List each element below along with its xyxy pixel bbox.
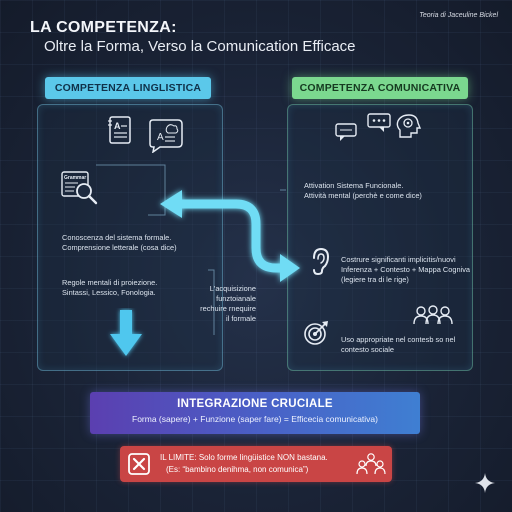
- people-icon: [413, 305, 453, 325]
- page-title: LA COMPETENZA:: [30, 19, 177, 36]
- integration-formula: Forma (sapere) + Funzione (saper fare) =…: [132, 414, 378, 424]
- error-x-icon: [128, 453, 150, 475]
- communicative-text-2: Costrure significanti implicitis/nuovi I…: [341, 255, 470, 285]
- integration-banner: INTEGRAZIONE CRUCIALE Forma (sapere) + F…: [90, 392, 420, 434]
- document-icon-letter: A: [114, 121, 121, 131]
- acquisition-note-line4: il formale: [226, 314, 256, 323]
- target-icon: [304, 321, 328, 345]
- sparkle-icon: [475, 473, 495, 493]
- linguistic-text-2-line1: Regole mentali di proiezione.: [62, 278, 158, 287]
- acquisition-note-line1: L'acquisizione: [209, 284, 256, 293]
- connector-line-middle: [208, 269, 215, 335]
- ear-icon: [313, 247, 330, 276]
- linguistic-text-2-line2: Sintassi, Lessico, Fonologia.: [62, 288, 156, 297]
- integration-title: INTEGRAZIONE CRUCIALE: [177, 398, 333, 410]
- communicative-text-2-line3: (legiere tra di le rige): [341, 275, 409, 284]
- down-arrow-icon: [110, 310, 142, 356]
- limit-text-2: (Es: “bambino denihma, non comunica”): [166, 465, 309, 474]
- communicative-text-1-line1: Attivation Sistema Funcionale.: [304, 181, 404, 190]
- communicative-text-1: Attivation Sistema Funcionale. Attività …: [304, 181, 422, 201]
- linguistic-text-1-line1: Conoscenza del sistema formale.: [62, 233, 172, 242]
- communicative-text-3-line1: Uso appropriate nel contesb so nel: [341, 335, 456, 344]
- acquisition-note-line3: rechuire rnequire: [200, 304, 256, 313]
- communicative-text-3-line2: contesto sociale: [341, 345, 394, 354]
- linguistic-text-1-line2: Comprensione letterale (cosa dice): [62, 243, 177, 252]
- communicative-text-3: Uso appropriate nel contesb so nel conte…: [341, 335, 455, 355]
- linguistic-competence-label: COMPETENZA LINGLISTICA: [45, 77, 211, 99]
- chat-bubbles-icon: [335, 113, 391, 141]
- communicative-text-2-line1: Costrure significanti implicitis/nuovi: [341, 255, 456, 264]
- page-subtitle: Oltre la Forma, Verso la Comunication Ef…: [44, 38, 356, 55]
- grammar-icon-label: Grammar: [64, 175, 86, 181]
- communicative-competence-label: COMPETENZA COMUNICATIVA: [292, 77, 468, 99]
- acquisition-note: L'acquisizione funztoianale rechuire rne…: [198, 284, 256, 324]
- linguistic-text-1: Conoscenza del sistema formale. Comprens…: [62, 233, 177, 253]
- communicative-text-2-line2: Inferenza + Contesto + Mappa Cogniva: [341, 265, 471, 274]
- credit-text: Teoria di Jaceuline Bickel: [419, 12, 498, 19]
- svg-text:A: A: [157, 132, 164, 143]
- communicative-text-1-line2: Attività mental (perchè e come dice): [304, 191, 422, 200]
- grammar-magnifier-icon: Grammar: [61, 171, 98, 205]
- crowd-icon: [356, 453, 386, 475]
- double-arrow-icon: [160, 190, 300, 282]
- connector-line-top: [96, 164, 166, 216]
- gear-head-icon: [396, 114, 422, 138]
- limit-text-1: IL LIMITE: Solo forme lingüistice NON ba…: [160, 453, 328, 462]
- limit-warning-box: IL LIMITE: Solo forme lingüistice NON ba…: [120, 446, 392, 482]
- brain-speech-icon: A: [149, 119, 183, 153]
- acquisition-note-line2: funztoianale: [216, 294, 256, 303]
- communicative-panel: [287, 104, 473, 371]
- linguistic-text-2: Regole mentali di proiezione. Sintassi, …: [62, 278, 157, 298]
- document-icon: A: [108, 116, 131, 144]
